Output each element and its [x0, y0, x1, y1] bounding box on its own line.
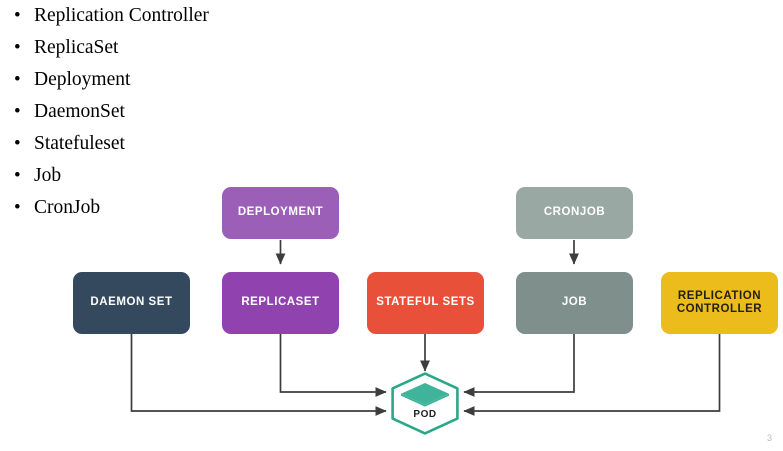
node-stateful-sets[interactable]: STATEFUL SETS [367, 272, 484, 334]
node-daemon-set[interactable]: DAEMON SET [73, 272, 190, 334]
node-replicaset[interactable]: REPLICASET [222, 272, 339, 334]
node-replicaset-label: REPLICASET [241, 296, 320, 309]
edge-replicaset-to-pod [279, 334, 387, 397]
node-cronjob[interactable]: CRONJOB [516, 187, 633, 239]
node-deployment-label: DEPLOYMENT [237, 206, 324, 219]
list-item: Job [8, 160, 338, 192]
bullet-label: Job [34, 165, 62, 186]
bullet-label: CronJob [34, 197, 101, 218]
page-number: 3 [766, 433, 772, 443]
node-cronjob-label: CRONJOB [543, 206, 606, 219]
node-replication-controller-label-line2: CONTROLLER [676, 303, 763, 315]
node-job-label: JOB [561, 296, 588, 309]
node-deployment[interactable]: DEPLOYMENT [222, 187, 339, 239]
list-item: Statefuleset [8, 128, 338, 160]
list-item: Deployment [8, 64, 338, 96]
node-pod[interactable]: POD [391, 372, 459, 435]
bullet-label: Replication Controller [34, 5, 209, 26]
edge-daemonset-to-pod [130, 334, 387, 416]
edge-replicationcontroller-to-pod [463, 334, 721, 416]
list-item: Replication Controller [8, 0, 338, 32]
list-item: ReplicaSet [8, 32, 338, 64]
node-daemon-set-label: DAEMON SET [90, 296, 173, 309]
node-pod-label: POD [413, 409, 437, 420]
node-stateful-sets-label: STATEFUL SETS [376, 296, 475, 309]
bullet-label: DaemonSet [34, 101, 125, 122]
workload-controller-bullet-list: Replication Controller ReplicaSet Deploy… [8, 0, 338, 224]
bullet-label: Deployment [34, 69, 131, 90]
list-item: DaemonSet [8, 96, 338, 128]
bullet-label: Statefuleset [34, 133, 125, 154]
node-replication-controller[interactable]: REPLICATION CONTROLLER [661, 272, 778, 334]
node-replication-controller-label-line1: REPLICATION [677, 289, 762, 302]
bullet-label: ReplicaSet [34, 37, 119, 58]
list-item: CronJob [8, 192, 338, 224]
node-job[interactable]: JOB [516, 272, 633, 334]
pod-hexagon-icon [391, 372, 459, 435]
edge-job-to-pod [463, 334, 575, 397]
